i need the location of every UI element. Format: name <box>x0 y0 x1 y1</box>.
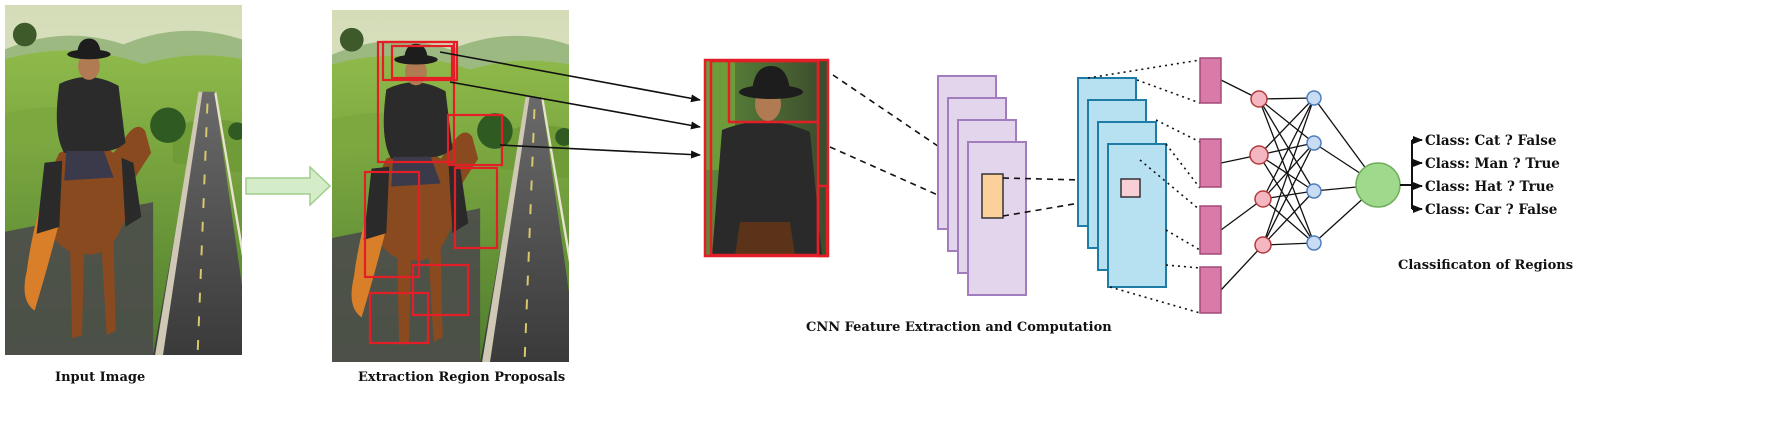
hidden-nodes <box>1250 91 1271 253</box>
fc-edge <box>1263 98 1314 199</box>
output-node <box>1356 163 1400 207</box>
blue-nodes <box>1307 91 1321 250</box>
fc-edge <box>1259 98 1314 155</box>
fc-edge <box>1221 245 1263 290</box>
fc-block-2 <box>1200 139 1221 187</box>
fc-connections <box>1221 80 1378 290</box>
fc-block-4 <box>1200 267 1221 313</box>
class-bracket <box>1400 140 1422 209</box>
input-image-caption: Input Image <box>55 370 145 385</box>
roi-feature-pink <box>1121 179 1140 197</box>
class-label-3: Class: Hat ? True <box>1425 179 1554 195</box>
cnn-caption: CNN Feature Extraction and Computation <box>806 320 1112 335</box>
input-image <box>5 5 252 355</box>
class-label-1: Class: Cat ? False <box>1425 133 1556 149</box>
class-label-2: Class: Man ? True <box>1425 156 1560 172</box>
class-label-4: Class: Car ? False <box>1425 202 1557 218</box>
region-proposals-caption: Extraction Region Proposals <box>358 370 565 385</box>
classification-caption: Classificaton of Regions <box>1398 258 1573 273</box>
fc-layer-blocks <box>1200 58 1221 313</box>
flow-arrow <box>246 167 330 205</box>
cropped-region <box>705 60 828 256</box>
fc-block-3 <box>1200 206 1221 254</box>
fc-block-1 <box>1200 58 1221 103</box>
roi-feature-orange <box>982 174 1003 218</box>
